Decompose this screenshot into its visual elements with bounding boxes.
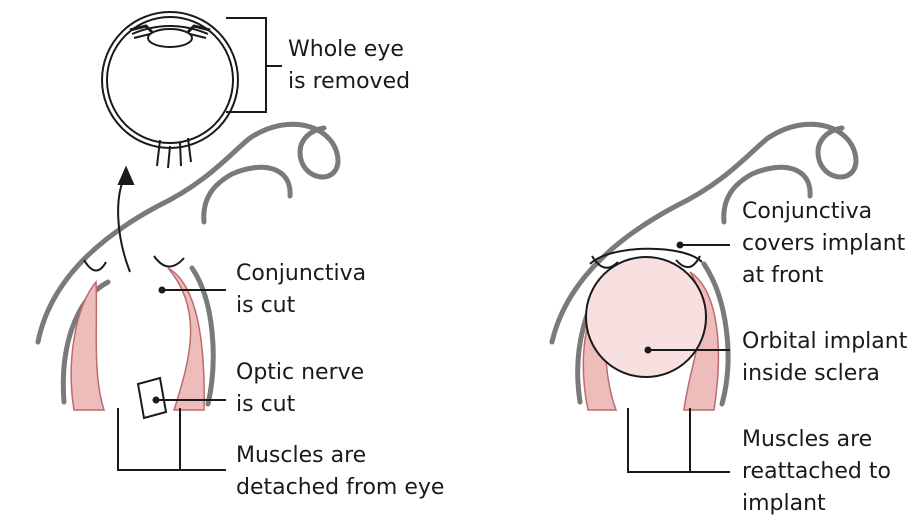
label-orbital-implant-line2: inside sclera: [742, 358, 907, 390]
label-optic-nerve-cut-line2: is cut: [236, 389, 364, 421]
label-optic-nerve-cut-line1: Optic nerve: [236, 357, 364, 389]
label-muscles-detached: Muscles are detached from eye: [236, 440, 444, 504]
label-whole-eye: Whole eye is removed: [288, 34, 410, 98]
optic-nerve-stump: [138, 378, 166, 418]
label-muscles-detached-line1: Muscles are: [236, 440, 444, 472]
label-conjunctiva-covers-line3: at front: [742, 260, 905, 292]
label-whole-eye-line1: Whole eye: [288, 34, 410, 66]
label-conjunctiva-cut-line2: is cut: [236, 290, 366, 322]
label-conjunctiva-cut-line1: Conjunctiva: [236, 258, 366, 290]
label-conjunctiva-covers-line2: covers implant: [742, 228, 905, 260]
whole-eye-bracket: [226, 18, 282, 112]
orbital-implant: [586, 257, 706, 377]
label-muscles-reattached-line1: Muscles are: [742, 424, 891, 456]
label-muscles-detached-line2: detached from eye: [236, 472, 444, 504]
label-conjunctiva-cut: Conjunctiva is cut: [236, 258, 366, 322]
label-whole-eye-line2: is removed: [288, 66, 410, 98]
label-conjunctiva-covers: Conjunctiva covers implant at front: [742, 196, 905, 292]
removed-eyeball: [102, 12, 238, 168]
label-optic-nerve-cut: Optic nerve is cut: [236, 357, 364, 421]
label-orbital-implant-line1: Orbital implant: [742, 326, 907, 358]
label-muscles-reattached: Muscles are reattached to implant: [742, 424, 891, 520]
label-muscles-reattached-line2: reattached to: [742, 456, 891, 488]
label-conjunctiva-covers-line1: Conjunctiva: [742, 196, 905, 228]
label-muscles-reattached-line3: implant: [742, 488, 891, 520]
label-orbital-implant: Orbital implant inside sclera: [742, 326, 907, 390]
